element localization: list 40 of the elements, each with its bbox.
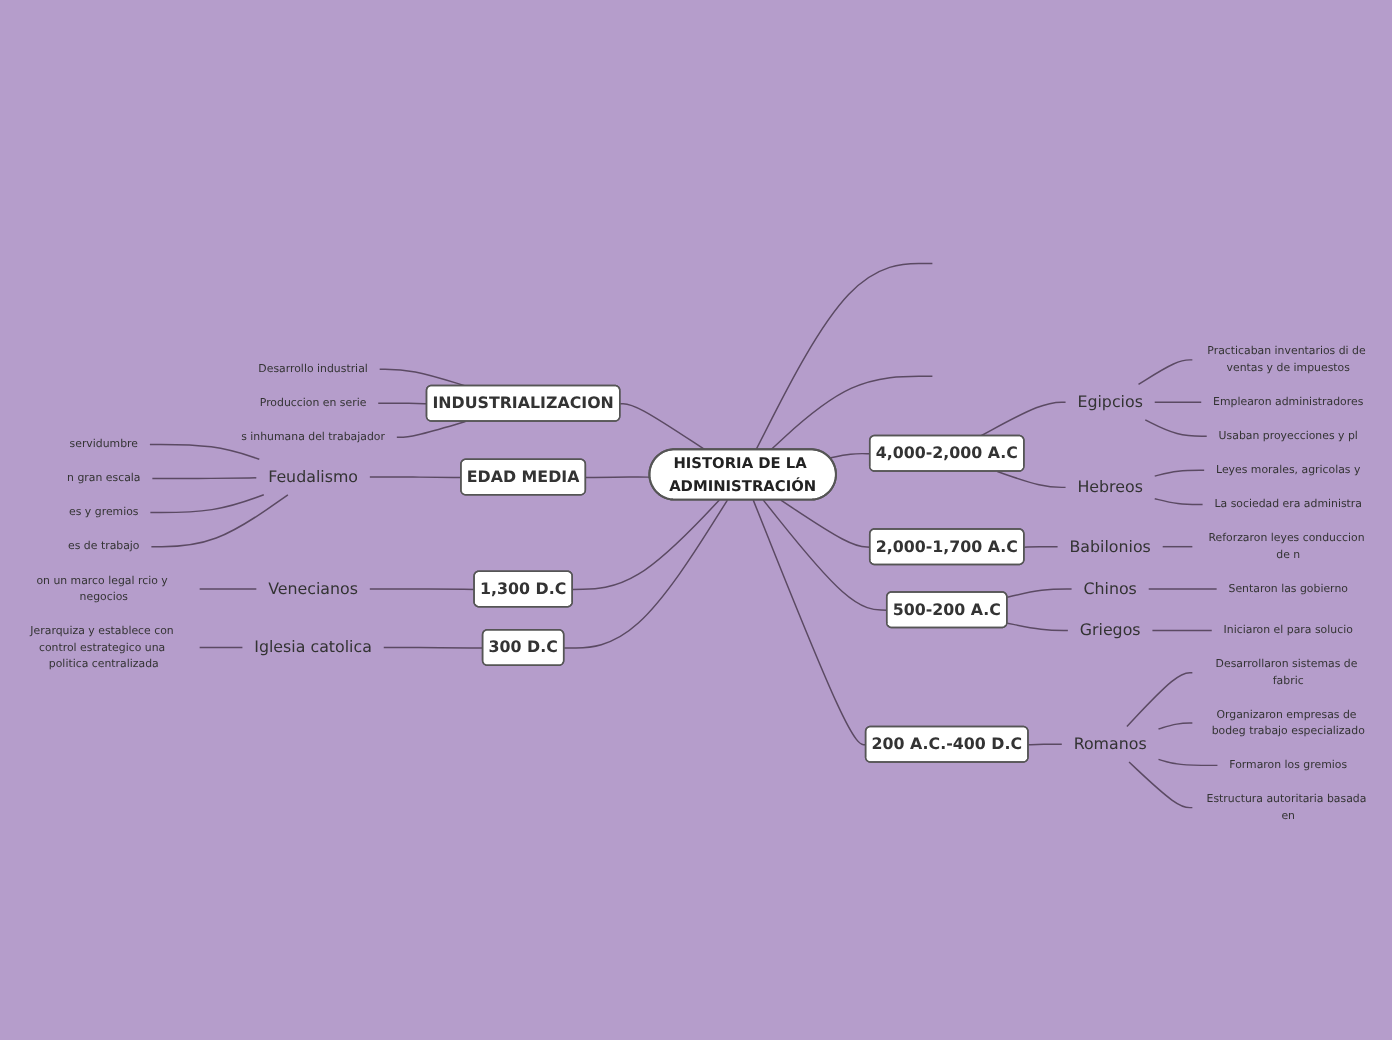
connector-line <box>369 476 463 479</box>
connector-line <box>1151 629 1213 632</box>
connector-line <box>1157 722 1194 730</box>
connector-line <box>979 401 1067 437</box>
connector-line <box>369 588 476 591</box>
connector-line <box>1161 545 1194 548</box>
connector-line <box>149 443 261 460</box>
connector-line <box>762 499 888 611</box>
connector-line <box>383 646 484 649</box>
connector-line <box>563 499 729 649</box>
connector-line <box>150 494 289 548</box>
connector-line <box>1147 588 1218 590</box>
connector-line <box>396 420 467 439</box>
connector-line <box>1137 359 1194 386</box>
connector-line <box>378 368 467 387</box>
connector-line <box>1128 761 1194 809</box>
connector-line <box>151 477 258 480</box>
connector-line <box>377 402 428 405</box>
connector-line <box>996 470 1067 489</box>
connector-line <box>198 588 258 590</box>
connector-line <box>755 262 934 451</box>
connector-line <box>780 499 871 548</box>
connector-line <box>1154 401 1202 403</box>
connector-line <box>752 499 867 746</box>
connector-line <box>585 476 651 479</box>
connector-line <box>1154 469 1205 477</box>
connector-line <box>1126 671 1194 728</box>
connector-line <box>1144 419 1208 437</box>
connector-line <box>1027 743 1063 746</box>
connector-line <box>1157 758 1219 767</box>
connector-line <box>149 494 265 514</box>
connector-line <box>619 402 706 451</box>
connector-line <box>1154 497 1204 506</box>
connector-line <box>1023 545 1059 548</box>
connector-line <box>198 646 244 649</box>
connector-line <box>829 452 871 459</box>
connector-line <box>1006 622 1069 632</box>
connector-line <box>770 375 934 451</box>
connector-line <box>1006 588 1073 598</box>
connector-line <box>571 499 721 591</box>
